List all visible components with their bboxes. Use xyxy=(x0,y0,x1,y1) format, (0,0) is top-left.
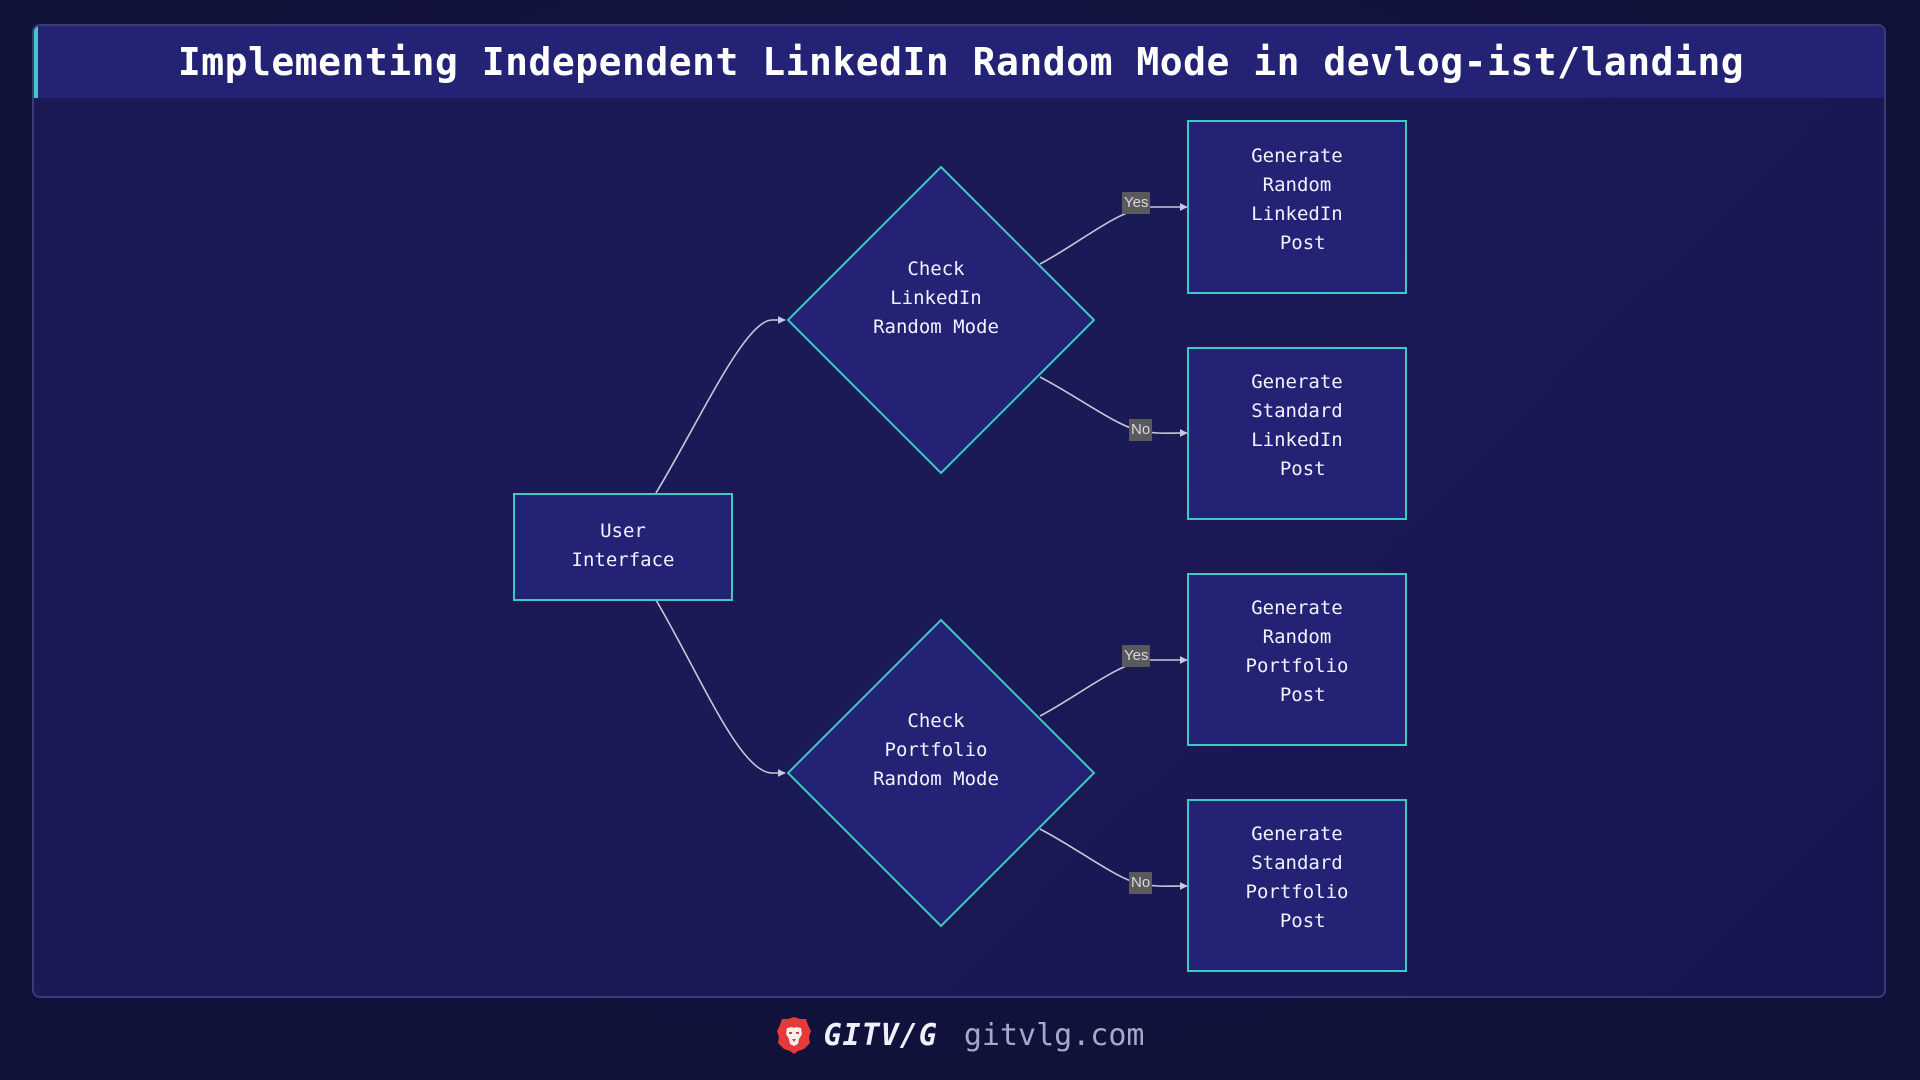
edge-label-yes: Yes xyxy=(1122,192,1151,214)
edge-label-no: No xyxy=(1129,872,1153,894)
node-gen-standard-linkedin xyxy=(1187,347,1407,520)
edge-linkedin-no xyxy=(1039,376,1188,438)
edge-portfolio-yes xyxy=(1039,656,1188,717)
edge-portfolio-no xyxy=(1039,828,1188,891)
node-gen-random-portfolio xyxy=(1187,573,1407,746)
lion-head-icon xyxy=(776,1017,811,1054)
edge-ui-to-check-portfolio xyxy=(655,599,786,777)
node-check-linkedin xyxy=(786,165,1096,475)
header-bar: Implementing Independent LinkedIn Random… xyxy=(34,26,1884,98)
edge-label-no: No xyxy=(1129,419,1153,441)
brand-domain-link[interactable]: gitvlg.com xyxy=(963,1017,1145,1053)
edge-linkedin-yes xyxy=(1039,203,1188,265)
edge-label-yes: Yes xyxy=(1122,645,1151,667)
node-gen-random-linkedin xyxy=(1187,120,1407,294)
footer: GITV/G gitvlg.com xyxy=(0,1010,1920,1060)
edge-ui-to-check-linkedin xyxy=(655,316,786,494)
node-user-interface xyxy=(513,493,733,601)
page-title: Implementing Independent LinkedIn Random… xyxy=(177,40,1745,84)
node-gen-standard-portfolio xyxy=(1187,799,1407,972)
brand-name: GITV/G xyxy=(823,1017,938,1053)
node-check-portfolio xyxy=(786,618,1096,928)
